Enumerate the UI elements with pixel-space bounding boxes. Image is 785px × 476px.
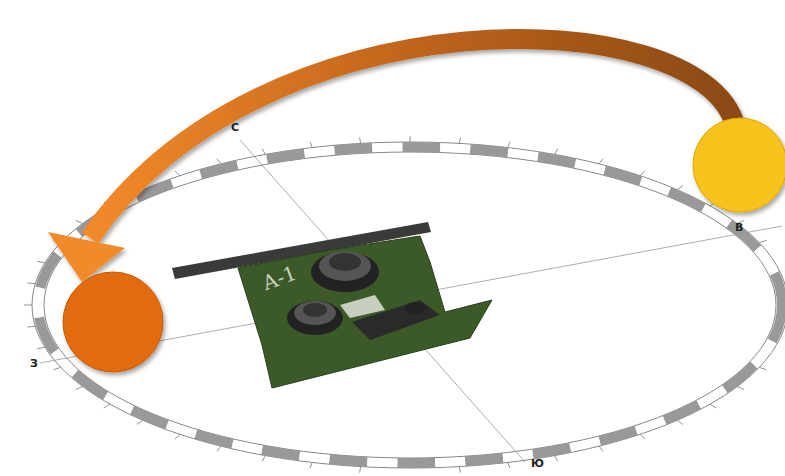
tick-mark: [137, 420, 143, 424]
tick-mark: [508, 142, 510, 148]
compass-south: Ю: [531, 458, 544, 469]
tick-mark: [217, 159, 221, 164]
tick-mark: [360, 467, 361, 473]
tick-mark: [310, 462, 312, 468]
tick-mark: [459, 467, 460, 473]
site-plan: [172, 222, 492, 388]
tick-mark: [599, 446, 603, 451]
tick-mark: [24, 305, 32, 306]
sunset-sun: [63, 272, 163, 372]
tick-mark: [262, 456, 265, 462]
compass-east: В: [735, 222, 743, 233]
tick-mark: [360, 137, 361, 143]
tick-mark: [37, 261, 45, 263]
tick-mark: [175, 171, 180, 176]
tick-mark: [508, 462, 510, 468]
tick-mark: [459, 137, 460, 143]
tick-mark: [310, 142, 312, 148]
tick-mark: [175, 434, 180, 439]
tick-mark: [53, 367, 60, 369]
tick-mark: [104, 404, 110, 408]
tick-mark: [599, 159, 603, 164]
tick-mark: [677, 420, 683, 424]
tick-mark: [640, 171, 645, 176]
tick-mark: [76, 387, 83, 390]
tick-mark: [555, 149, 558, 155]
tick-mark: [76, 221, 83, 224]
tick-mark: [37, 347, 45, 349]
tick-mark: [27, 326, 35, 328]
tick-mark: [759, 367, 766, 369]
tick-mark: [677, 185, 683, 189]
tick-mark: [555, 456, 558, 462]
tick-mark: [640, 434, 645, 439]
tick-mark: [737, 387, 744, 390]
compass-west: З: [30, 358, 38, 369]
tick-mark: [217, 446, 221, 451]
tick-mark: [27, 282, 35, 284]
sun-path-arrow: [48, 39, 735, 282]
tick-mark: [410, 136, 411, 142]
sunrise-sun: [693, 118, 785, 212]
compass-north: С: [231, 122, 239, 133]
tick-mark: [262, 149, 265, 155]
compass-ring: [32, 142, 785, 468]
tick-mark: [710, 404, 716, 408]
tick-mark: [759, 240, 766, 242]
